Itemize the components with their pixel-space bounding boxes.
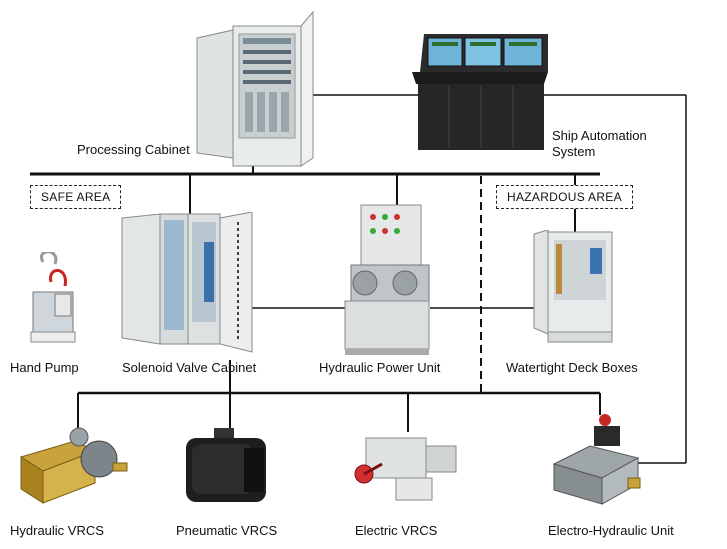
processing-cabinet-label: Processing Cabinet	[77, 142, 190, 157]
watertight-deck-boxes-label: Watertight Deck Boxes	[506, 360, 638, 375]
electric-vrcs-label: Electric VRCS	[355, 523, 438, 538]
hand-pump-image	[30, 252, 76, 343]
solenoid-valve-cabinet-image	[121, 212, 253, 353]
ship-automation-label-line2: System	[552, 144, 596, 159]
hand-pump-label: Hand Pump	[10, 360, 79, 375]
watertight-deck-box-image	[533, 230, 613, 343]
electric-vrcs-image	[354, 437, 457, 501]
solenoid-valve-cabinet-label: Solenoid Valve Cabinet	[122, 360, 257, 375]
processing-cabinet-image	[196, 10, 314, 167]
hydraulic-vrcs-label: Hydraulic VRCS	[10, 523, 104, 538]
hydraulic-vrcs-image	[19, 427, 128, 504]
ship-automation-label-line1: Ship Automation	[552, 128, 647, 143]
electro-hydraulic-unit-label: Electro-Hydraulic Unit	[548, 523, 674, 538]
electro-hydraulic-unit-image	[552, 414, 641, 505]
hazardous-area-tag: HAZARDOUS AREA	[496, 185, 633, 209]
safe-area-tag: SAFE AREA	[30, 185, 122, 209]
pneumatic-vrcs-label: Pneumatic VRCS	[176, 523, 278, 538]
pneumatic-vrcs-image	[186, 428, 266, 502]
hydraulic-power-unit-label: Hydraulic Power Unit	[319, 360, 441, 375]
ship-automation-console-image	[412, 34, 548, 150]
hydraulic-power-unit-image	[344, 204, 430, 355]
